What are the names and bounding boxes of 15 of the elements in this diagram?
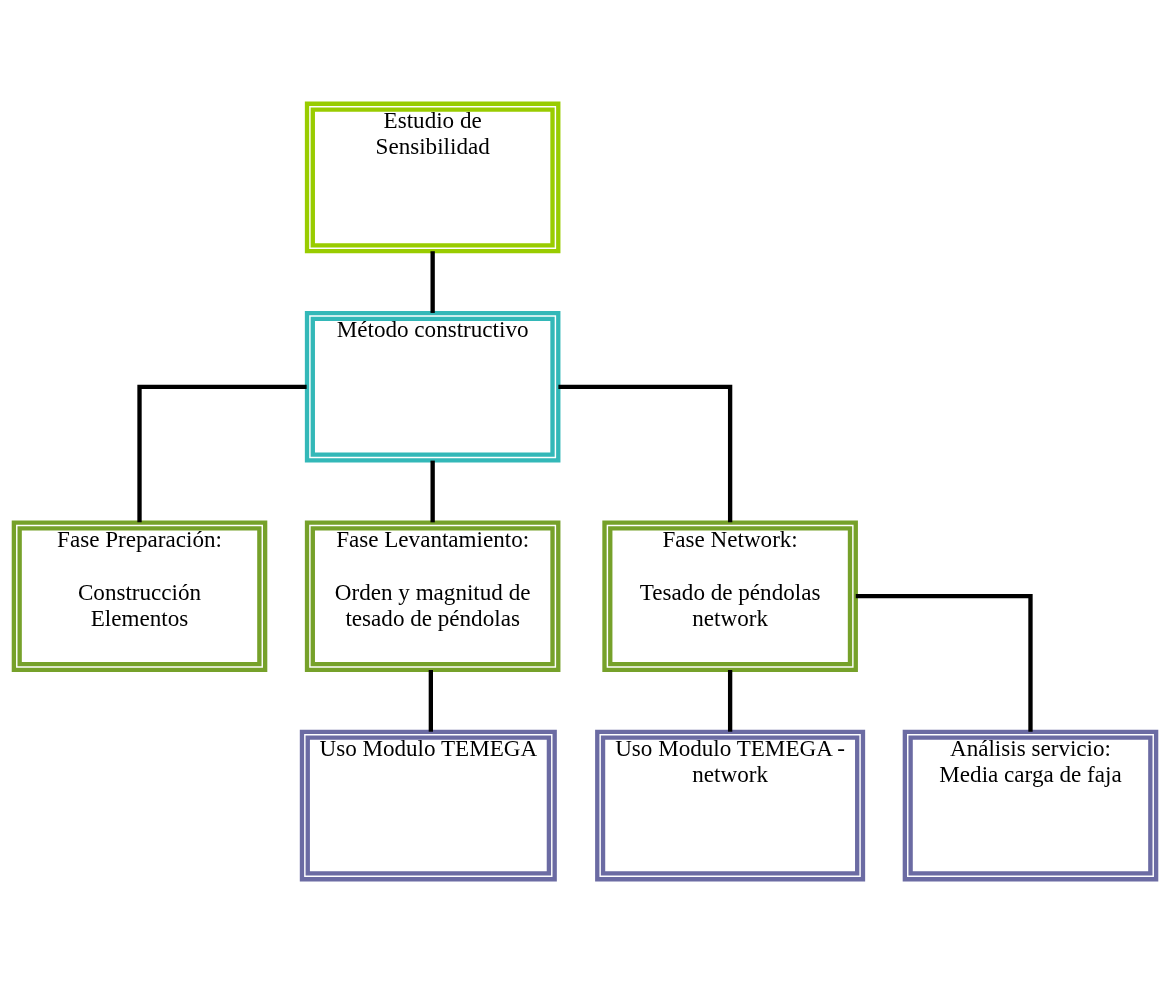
node-box: Fase Preparación: Construcción Elementos bbox=[11, 520, 268, 672]
node-box: Fase Network: Tesado de péndolas network bbox=[602, 520, 858, 672]
connector bbox=[428, 670, 433, 732]
connector bbox=[727, 670, 733, 732]
connector bbox=[430, 460, 435, 523]
node-box: Fase Levantamiento: Orden y magnitud de tesado de péndolas bbox=[304, 520, 561, 672]
node-box: Análisis servicio: Media carga de faja bbox=[902, 729, 1159, 882]
node-box: Uso Modulo TEMEGA bbox=[299, 729, 557, 882]
node-box: Método constructivo bbox=[304, 311, 561, 463]
node-box: Estudio de Sensibilidad bbox=[304, 101, 561, 254]
connector bbox=[558, 384, 733, 523]
node-box: Uso Modulo TEMEGA - network bbox=[595, 729, 866, 882]
connector bbox=[137, 384, 307, 523]
connector bbox=[855, 594, 1033, 732]
connector bbox=[430, 251, 435, 313]
